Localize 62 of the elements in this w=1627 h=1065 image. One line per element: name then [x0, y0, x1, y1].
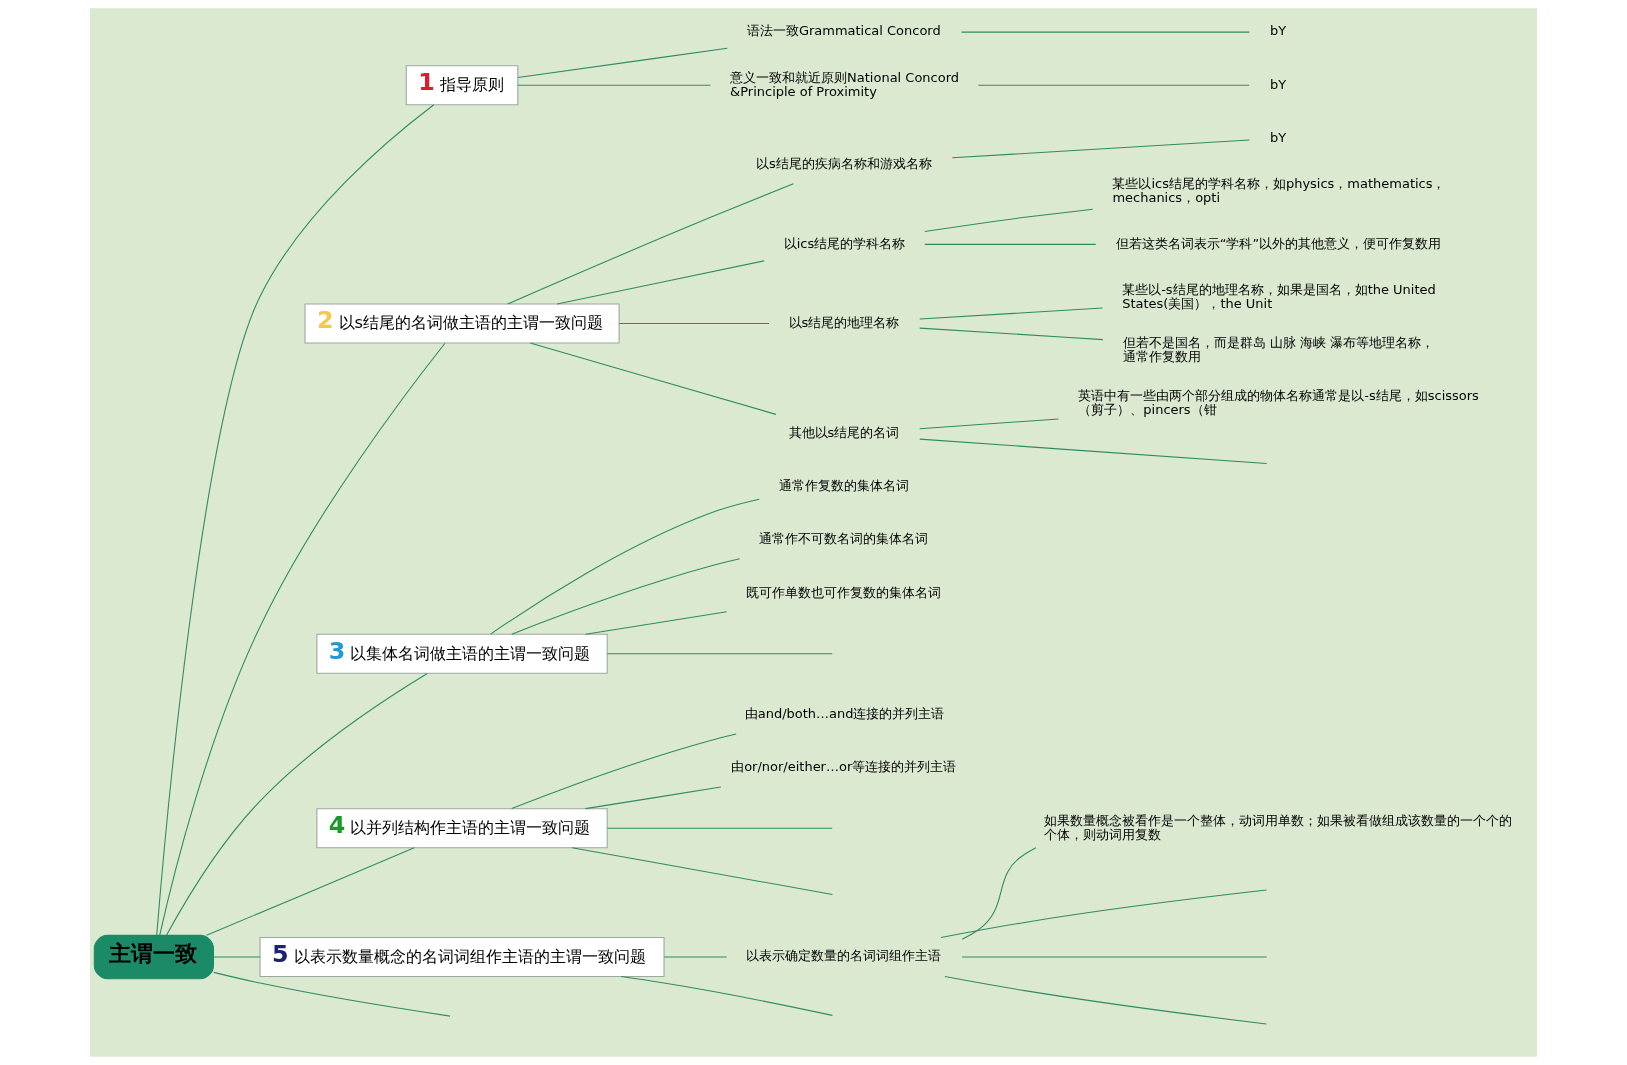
connector [606, 827, 833, 829]
node-box: 2 以s结尾的名词做主语的主谓一致问题 [304, 303, 620, 344]
node-text: 由or/nor/either…or等连接的并列主语 [731, 758, 957, 774]
connector [213, 956, 261, 958]
node-box: 1 指导原则 [405, 65, 519, 106]
connector [919, 307, 1103, 320]
node-box: 3 以集体名词做主语的主谓一致问题 [316, 633, 608, 674]
node-text: 意义一致和就近原则National Concord &Principle of Proximity [730, 69, 960, 99]
connector [511, 733, 737, 810]
node-text: 以表示确定数量的名词词组作主语 [746, 948, 942, 964]
node-text: 其他以s结尾的名词 [788, 425, 900, 441]
connector [511, 558, 741, 635]
node-text: 语法一致Grammatical Concord [746, 23, 941, 39]
node-text: 但若不是国名，而是群岛 山脉 海峡 瀑布等地理名称，通常作复数用 [1122, 334, 1435, 364]
connector [944, 976, 1267, 1025]
node-text: bY [1270, 23, 1287, 39]
node-box: 主谓一致 [93, 934, 214, 980]
node-text: 但若这类名词表示“学科”以外的其他意义，便可作复数用 [1115, 235, 1442, 251]
node-box: 5 以表示数量概念的名词词组作主语的主谓一致问题 [259, 937, 665, 978]
node-text: 以ics结尾的学科名称 [783, 235, 906, 251]
connector [618, 322, 770, 324]
node-text: 某些以-s结尾的地理名称，如果是国名，如the United States(美国），the Unit [1122, 281, 1436, 311]
connector [919, 327, 1104, 341]
connector [924, 243, 1097, 245]
connector [517, 84, 711, 86]
connector [961, 847, 1037, 940]
connector [940, 889, 1267, 939]
connector [919, 418, 1059, 430]
connector [620, 976, 833, 1016]
connector [156, 104, 435, 936]
node-text: bY [1270, 129, 1287, 145]
connector [206, 847, 415, 936]
connector [529, 342, 777, 415]
connector [606, 653, 833, 655]
node-text: 如果数量概念被看作是一个整体，动词用单数；如果被看做组成该数量的一个个的个体，则动词用复数 [1044, 812, 1513, 842]
connector [571, 847, 833, 895]
connector [490, 498, 760, 635]
connector [924, 208, 1094, 233]
connector [517, 47, 728, 79]
connector [584, 611, 728, 635]
connector [919, 438, 1268, 465]
connector [961, 956, 1268, 958]
node-text: 以s结尾的疾病名称和游戏名称 [756, 155, 932, 171]
node-box: 4 以并列结构作主语的主谓一致问题 [316, 808, 608, 849]
node-text: 通常作复数的集体名词 [778, 478, 909, 494]
connector [159, 342, 446, 936]
node-text: 通常作不可数名词的集体名词 [759, 531, 929, 547]
connector [977, 84, 1250, 86]
node-text: bY [1270, 76, 1287, 92]
connector [584, 786, 722, 810]
node-text: 某些以ics结尾的学科名称，如physics，mathematics，mechanics，opti [1112, 175, 1446, 205]
connector [951, 139, 1250, 159]
connector [556, 260, 765, 305]
connector [507, 183, 794, 305]
connector [663, 956, 728, 958]
connector [213, 971, 451, 1017]
connector [961, 31, 1250, 33]
connector [165, 672, 428, 936]
node-text: 由and/both…and连接的并列主语 [744, 705, 945, 721]
node-text: 以s结尾的地理名称 [788, 314, 900, 330]
node-text: 英语中有一些由两个部分组成的物体名称通常是以-s结尾，如scissors（剪子）、pincers（钳 [1078, 387, 1479, 418]
node-text: 既可作单数也可作复数的集体名词 [746, 584, 942, 600]
